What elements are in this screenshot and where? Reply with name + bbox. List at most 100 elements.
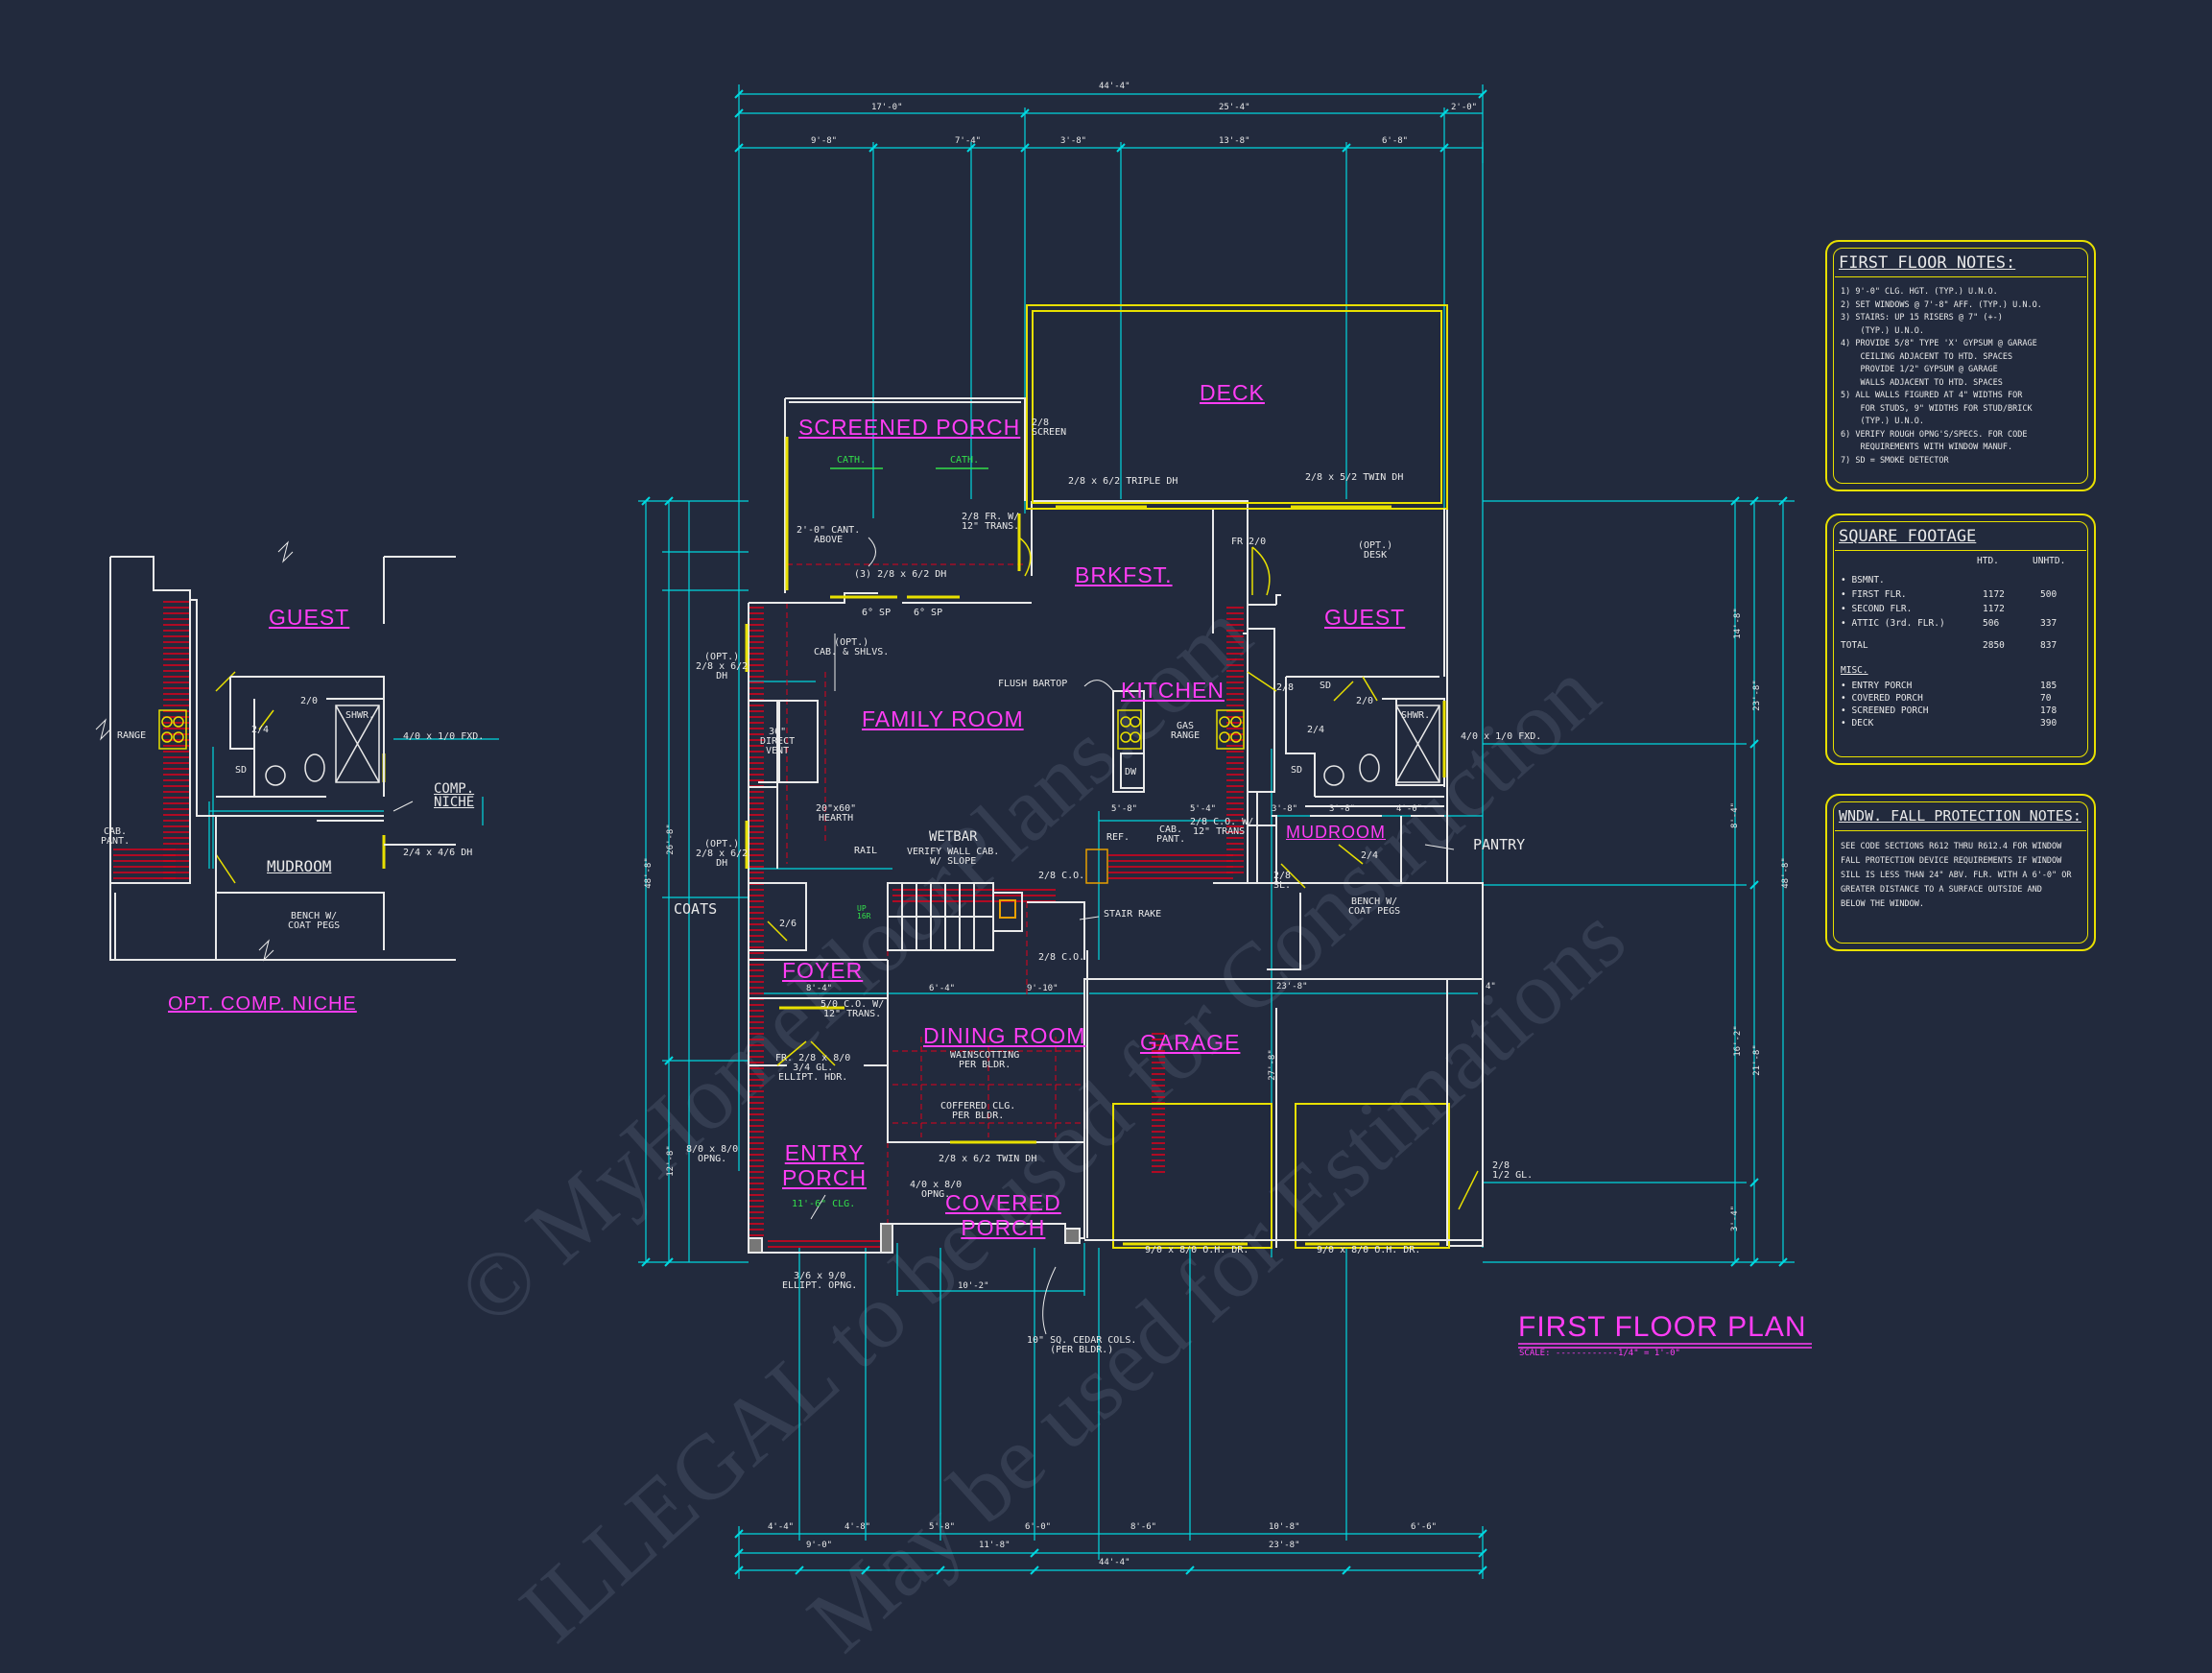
sqft-row-label: • SECOND FLR. <box>1841 604 1913 614</box>
dim-left-b: 12'-8" <box>665 1145 676 1177</box>
room-deck: DECK <box>1200 380 1265 405</box>
sqft-row-label: TOTAL <box>1841 640 1868 651</box>
note-ref: REF. <box>1106 832 1130 843</box>
dim-right-a: 23'-8" <box>1751 680 1762 711</box>
sqft-row-unhtd: 500 <box>2040 589 2057 600</box>
room-covered-porch: COVERED PORCH <box>945 1190 1061 1241</box>
dim-right-f: 3'-4" <box>1730 1205 1741 1232</box>
plan-title: FIRST FLOOR PLAN <box>1518 1311 1807 1343</box>
dim-top-a: 17'-0" <box>871 103 903 112</box>
windows <box>382 437 1446 1246</box>
sqft-misc-val: 178 <box>2040 705 2057 716</box>
dim-left-a: 26'-8" <box>665 824 676 855</box>
dim-bot2-g: 6'-6" <box>1411 1522 1438 1532</box>
note-clg: 11'-6" CLG. <box>792 1199 856 1209</box>
note-d24b: 2/4 <box>1361 850 1379 861</box>
note-opng: 8/0 x 8/0 OPNG. <box>686 1144 739 1164</box>
note-sp1: 6° SP <box>862 608 892 618</box>
dim-right-overall: 48'-8" <box>1780 857 1791 889</box>
niche-bench: BENCH W/ COAT PEGS <box>288 911 341 931</box>
sqft-misc-val: 185 <box>2040 681 2057 691</box>
sqft-row-htd: 2850 <box>1983 640 2005 651</box>
niche-sd: SD <box>235 765 248 776</box>
first-floor-notes-panel: FIRST FLOOR NOTES: 1) 9'-0" CLG. HGT. (T… <box>1825 240 2096 491</box>
sqft-misc-label: • COVERED PORCH <box>1841 693 1923 704</box>
dim-dr-w: 6'-4" <box>929 984 956 993</box>
room-garage: GARAGE <box>1140 1030 1241 1055</box>
sqft-row-htd: 1172 <box>1983 604 2005 614</box>
leaders <box>392 537 1455 1335</box>
note-cab-pant: CAB. PANT. <box>1156 825 1186 845</box>
sqft-row-label: • FIRST FLR. <box>1841 589 1907 600</box>
dim-top2-a: 9'-8" <box>811 136 838 146</box>
note-opt-dh-2: (OPT.) 2/8 x 6/2 DH <box>696 839 749 869</box>
sqft-misc-val: 390 <box>2040 718 2057 729</box>
notes-panel-body: 1) 9'-0" CLG. HGT. (TYP.) U.N.O. 2) SET … <box>1841 287 2042 466</box>
dim-kit-w2: 5'-4" <box>1190 804 1217 814</box>
sqft-row-label: • BSMNT. <box>1841 575 1885 586</box>
niche-door2: 2/4 <box>251 725 270 735</box>
note-d20: 2/0 <box>1356 696 1374 706</box>
note-fxd: 4/0 x 1/0 FXD. <box>1461 731 1542 742</box>
note-triple-dh: 2/8 x 6/2 TRIPLE DH <box>1068 476 1178 487</box>
door-swings <box>215 537 1479 1210</box>
dim-bot2-b: 4'-8" <box>844 1522 871 1532</box>
dim-bot2-a: 4'-4" <box>768 1522 795 1532</box>
note-wainscot: WAINSCOTTING PER BLDR. <box>950 1050 1020 1070</box>
niche-comp-niche: COMP. NICHE <box>434 781 475 810</box>
note-rail: RAIL <box>854 846 878 856</box>
note-d28: 2/8 <box>1276 682 1295 693</box>
niche-shwr: SHWR. <box>345 710 375 721</box>
dim-mud-w2: 3'-8" <box>1329 804 1356 814</box>
window-fall-protection-panel: WNDW. FALL PROTECTION NOTES: SEE CODE SE… <box>1825 794 2096 951</box>
sqft-row-unhtd: 337 <box>2040 618 2057 629</box>
dim-right-b: 21'-8" <box>1751 1044 1762 1076</box>
note-opt-dh: (OPT.) 2/8 x 6/2 DH <box>696 652 749 681</box>
dim-top2-b: 7'-4" <box>955 136 982 146</box>
dim-garage-w: 23'-8" <box>1276 982 1308 992</box>
note-sd-2: SD <box>1291 765 1303 776</box>
dim-bot-c: 23'-8" <box>1269 1541 1300 1550</box>
dim-bot-a: 9'-0" <box>806 1541 833 1550</box>
dim-top2-c: 3'-8" <box>1060 136 1087 146</box>
plan-scale: SCALE: ------------1/4" = 1'-0" <box>1519 1349 1680 1358</box>
note-pantry: PANTRY <box>1473 836 1526 853</box>
note-ohdr1: 9/0 x 8/0 O.H. DR. <box>1145 1245 1249 1255</box>
sqft-row-htd: 1172 <box>1983 589 2005 600</box>
note-cedar: 10" SQ. CEDAR COLS. (PER BLDR.) <box>1027 1335 1137 1355</box>
note-d28b: 2/8 SL. <box>1273 871 1292 891</box>
dim-bot-b: 11'-8" <box>979 1541 1011 1550</box>
dim-gar-4: 4" <box>1486 982 1496 992</box>
sqft-misc-label: • SCREENED PORCH <box>1841 705 1929 716</box>
note-bench: BENCH W/ COAT PEGS <box>1348 896 1401 917</box>
note-co28b: 2/8 C.O. <box>1038 952 1085 963</box>
dim-bot2-d: 6'-0" <box>1025 1522 1052 1532</box>
dim-top2-e: 6'-8" <box>1382 136 1409 146</box>
sqft-panel-title: SQUARE FOOTAGE <box>1839 527 1977 546</box>
room-foyer: FOYER <box>782 958 864 983</box>
note-up: UP 16R <box>857 904 871 920</box>
dim-dr-w2: 9'-10" <box>1027 984 1058 993</box>
sqft-row-label: • ATTIC (3rd. FLR.) <box>1841 618 1945 629</box>
note-sp2: 6° SP <box>914 608 943 618</box>
window-panel-title: WNDW. FALL PROTECTION NOTES: <box>1839 807 2081 825</box>
niche-mudroom: MUDROOM <box>267 857 332 875</box>
note-cath-2: CATH. <box>950 455 980 466</box>
dim-kit-w: 5'-8" <box>1111 804 1138 814</box>
niche-title: OPT. COMP. NICHE <box>168 993 357 1015</box>
note-verify-cab: VERIFY WALL CAB. W/ SLOPE <box>907 847 1000 867</box>
note-twin-dh-bot: 2/8 x 6/2 TWIN DH <box>939 1154 1037 1164</box>
note-cath-1: CATH. <box>837 455 867 466</box>
window-panel-body: SEE CODE SECTIONS R612 THRU R612.4 FOR W… <box>1841 842 2072 909</box>
room-screened-porch: SCREENED PORCH <box>798 415 1021 440</box>
dim-right-e: 16'-2" <box>1732 1025 1743 1057</box>
break-marks <box>95 540 294 962</box>
dimension-lines <box>208 84 1795 1579</box>
dim-mud-w3: 4'-0" <box>1396 804 1423 814</box>
niche-window1: 4/0 x 1/0 FXD. <box>403 731 485 742</box>
note-opt-desk: (OPT.) DESK <box>1358 540 1393 561</box>
note-cant: 2'-0" CANT. ABOVE <box>797 525 861 545</box>
note-d24: 2/4 <box>1307 725 1325 735</box>
note-shwr: SHWR. <box>1401 710 1431 721</box>
